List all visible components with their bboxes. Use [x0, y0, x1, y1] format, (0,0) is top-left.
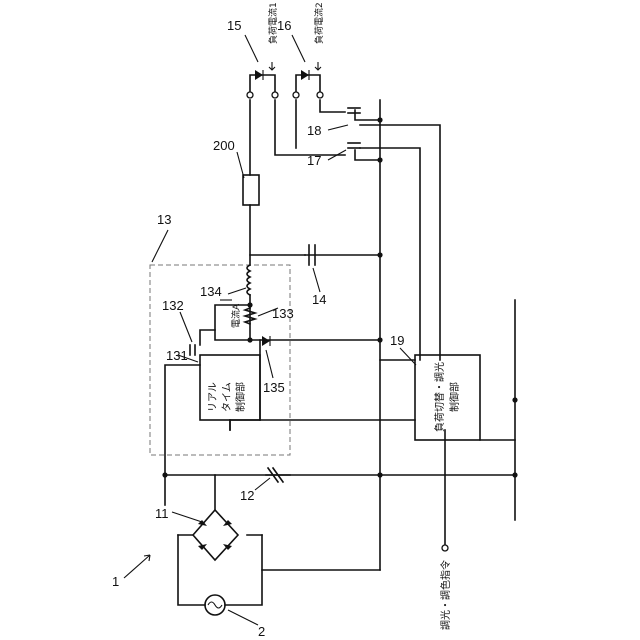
- current-a-label: 電流A: [230, 303, 242, 328]
- label-11: 11: [155, 506, 169, 521]
- wires: [165, 75, 515, 605]
- switch-17: [348, 143, 360, 148]
- inductor-134: [247, 265, 250, 295]
- leader-lines: [124, 35, 416, 625]
- rt-line-3: 制御部: [234, 382, 247, 412]
- diode-135: [262, 336, 270, 346]
- label-12: 12: [240, 488, 254, 503]
- label-131: 131: [166, 348, 188, 363]
- label-135: 135: [263, 380, 285, 395]
- led-15: [255, 70, 263, 80]
- label-13: 13: [157, 212, 171, 227]
- rectifier-bridge: [198, 520, 232, 550]
- label-2: 2: [258, 624, 265, 639]
- load-current-1-label: 負荷電流1: [267, 2, 279, 44]
- switch-18: [348, 108, 360, 113]
- load-switch-dim-controller-box: [415, 355, 480, 440]
- controller-line-2: 制御部: [448, 382, 461, 412]
- label-133: 133: [272, 306, 294, 321]
- capacitor-12: [266, 468, 290, 482]
- rt-line-2: タイム: [221, 382, 233, 412]
- label-16: 16: [277, 18, 291, 33]
- label-14: 14: [312, 292, 326, 307]
- switch-132: [190, 345, 195, 355]
- load-current-2-label: 負荷電流2: [313, 2, 325, 44]
- label-1: 1: [112, 574, 119, 589]
- rt-line-1: リアル: [208, 382, 219, 412]
- label-132: 132: [162, 298, 184, 313]
- label-200: 200: [213, 138, 235, 153]
- label-15: 15: [227, 18, 241, 33]
- dimming-command-label: 調光・調色指令: [439, 560, 452, 630]
- controller-line-1: 負荷切替・調光: [433, 362, 446, 432]
- label-134: 134: [200, 284, 222, 299]
- current-arrow-1: [269, 62, 275, 70]
- label-18: 18: [307, 123, 321, 138]
- led-16: [301, 70, 309, 80]
- ac-source: [205, 595, 225, 615]
- current-arrow-2: [315, 62, 321, 70]
- element-200: [243, 175, 259, 205]
- label-19: 19: [390, 333, 404, 348]
- label-17: 17: [307, 153, 321, 168]
